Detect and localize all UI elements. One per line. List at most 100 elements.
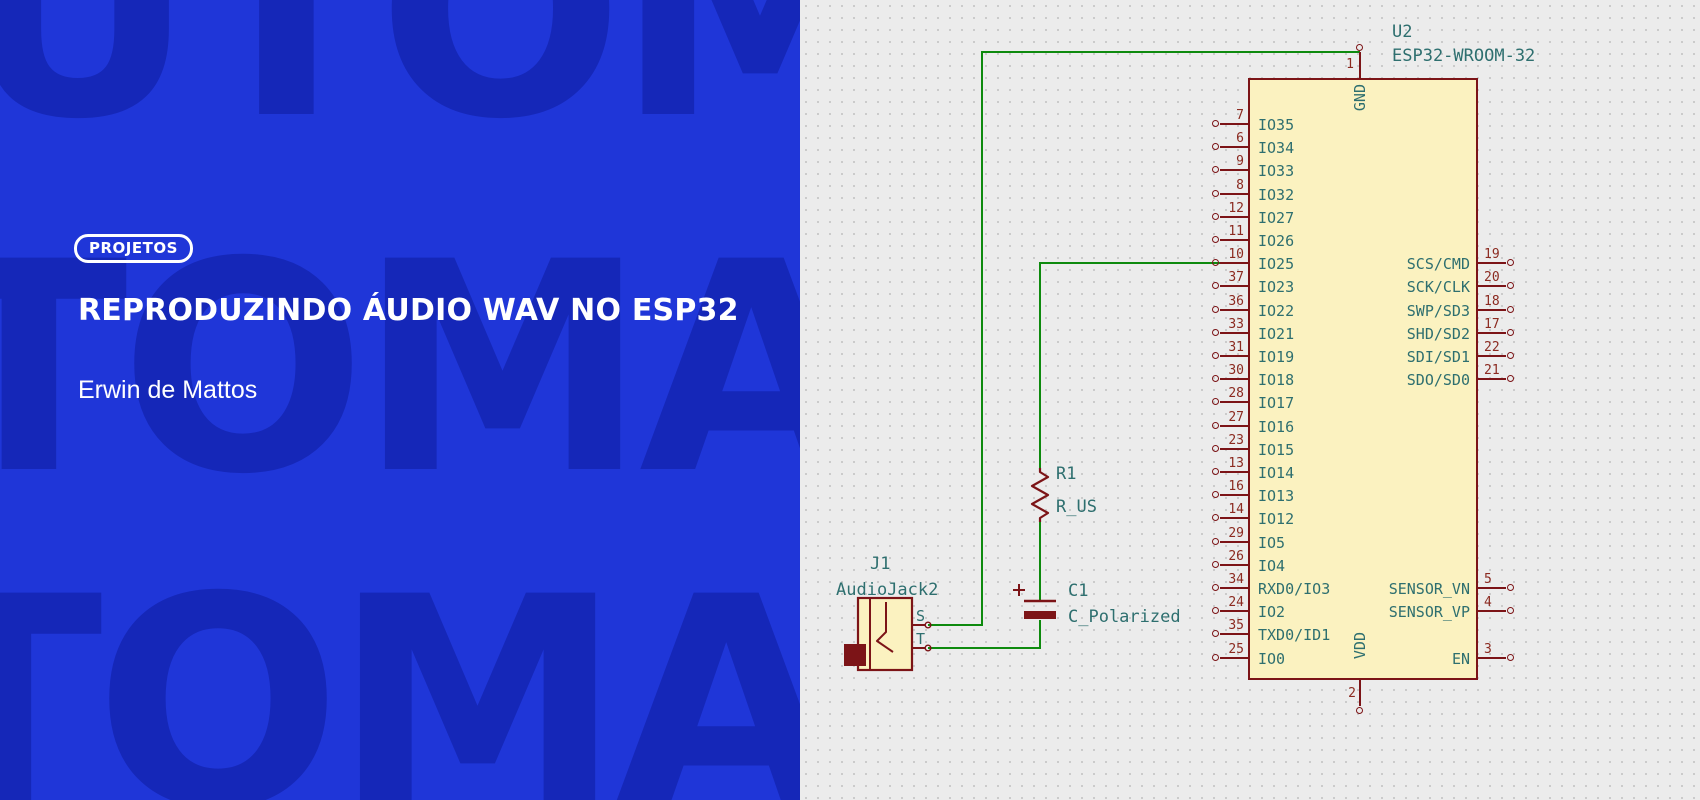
pin-name: IO12 [1258, 510, 1295, 529]
pin-name: SCK/CLK [1406, 278, 1470, 297]
pin-stub-IO17 [1212, 398, 1248, 406]
jack-reference: J1 [870, 554, 891, 574]
pin-stub-IO23 [1212, 282, 1248, 290]
pin-number: 33 [1228, 316, 1244, 332]
pin-stub-IO21 [1212, 328, 1248, 336]
pin-name: IO27 [1258, 208, 1295, 227]
pin-number: 5 [1484, 572, 1492, 587]
pin-name: TXD0/ID1 [1258, 626, 1331, 645]
jack-value: AudioJack2 [836, 580, 939, 600]
pin-stub-IO19 [1212, 352, 1248, 359]
schematic-graphics [844, 51, 1360, 672]
pin-name: IO13 [1258, 487, 1295, 506]
pin-number: 13 [1228, 456, 1244, 471]
pin-stub-EN [1478, 653, 1514, 661]
watermark-text-bottom: TOMA [0, 536, 800, 800]
pin-name: IO26 [1258, 232, 1295, 250]
pin-number: 34 [1228, 572, 1244, 587]
pin-number: 27 [1228, 409, 1244, 425]
pin-number: 11 [1228, 224, 1244, 239]
pin-stub-SDI/SD1 [1478, 352, 1514, 359]
pin-number: 31 [1228, 340, 1244, 355]
pin-name: IO17 [1258, 394, 1295, 413]
pin-number: 18 [1484, 293, 1500, 309]
pin-number: 20 [1484, 270, 1500, 286]
pin-stub-IO25 [1212, 259, 1248, 267]
pin-number: 36 [1228, 293, 1244, 309]
pin-number: 30 [1228, 363, 1244, 379]
pin-stub-SDO/SD0 [1478, 375, 1514, 383]
pin-number: 10 [1228, 247, 1244, 263]
category-badge[interactable]: PROJETOS [74, 234, 193, 263]
pin-stub-IO13 [1212, 491, 1248, 499]
pin-name: SDI/SD1 [1406, 348, 1470, 366]
pin-name: IO35 [1258, 116, 1295, 134]
ic-value: ESP32-WROOM-32 [1392, 46, 1536, 66]
pin-name: IO14 [1258, 464, 1295, 482]
pin-stub-SCK/CLK [1478, 282, 1514, 290]
pin-number: 29 [1228, 525, 1244, 541]
pin-name: IO15 [1258, 440, 1295, 459]
pin-number: 23 [1228, 432, 1244, 448]
pin-number: 7 [1236, 108, 1244, 123]
pin-number: 6 [1236, 131, 1244, 147]
pin-stub-IO12 [1212, 514, 1248, 522]
pin-name: IO19 [1258, 348, 1295, 366]
pin-name: IO23 [1258, 278, 1295, 297]
pin-name: EN [1451, 649, 1470, 668]
audiojack-symbol [844, 596, 932, 672]
pin-number: 17 [1484, 316, 1500, 332]
watermark-text-middle: TOMA [0, 201, 800, 538]
pin-name: IO22 [1258, 301, 1295, 320]
pin-stub-IO34 [1212, 143, 1248, 151]
pin-name: IO4 [1258, 556, 1286, 575]
pin-number: 24 [1228, 595, 1244, 611]
pin-stub-SWP/SD3 [1478, 305, 1514, 313]
capacitor-value: C_Polarized [1068, 607, 1181, 627]
pin-number: 22 [1484, 340, 1500, 355]
author-name: Erwin de Mattos [78, 376, 258, 404]
pin-stub-VDD [1356, 680, 1363, 714]
pin-name: RXD0/IO3 [1258, 580, 1331, 598]
capacitor-reference: C1 [1068, 581, 1089, 601]
resistor-symbol [1030, 468, 1050, 522]
pin-name: IO25 [1258, 255, 1295, 274]
pin-number: 16 [1228, 479, 1244, 495]
pin-name: IO18 [1258, 371, 1295, 390]
pin-number: 4 [1484, 595, 1492, 611]
jack-pin-t: T [916, 630, 926, 648]
resistor-value: R_US [1056, 497, 1097, 517]
wire-gnd-to-jack-s [928, 51, 1360, 626]
pin-name: IO21 [1258, 324, 1295, 343]
pin-stub-IO27 [1212, 212, 1248, 220]
pin-name: SHD/SD2 [1406, 324, 1470, 343]
pin-stub-IO5 [1212, 537, 1248, 545]
pin-stub-IO2 [1212, 607, 1248, 615]
article-banner: UTOM TOMA TOMA PROJETOS REPRODUZINDO ÁUD… [0, 0, 800, 800]
pin-number: 19 [1484, 247, 1500, 263]
pin-name: IO32 [1258, 185, 1295, 204]
pin-stub-IO18 [1212, 375, 1248, 383]
pin-number: 1 [1346, 57, 1354, 72]
pin-name: IO0 [1258, 649, 1286, 668]
pin-number: 8 [1236, 177, 1244, 193]
pin-number: 2 [1348, 686, 1356, 701]
pin-stub-SCS/CMD [1478, 259, 1514, 267]
pin-stub-IO22 [1212, 305, 1248, 313]
pin-number: 9 [1236, 154, 1244, 170]
pin-name: SENSOR_VP [1388, 603, 1470, 622]
pin-name: IO5 [1258, 533, 1286, 552]
pin-stub-SHD/SD2 [1478, 328, 1514, 336]
esp32-symbol-body [1248, 78, 1478, 680]
pin-name: SENSOR_VN [1388, 580, 1470, 598]
pin-stub-IO35 [1212, 120, 1248, 127]
pin-stub-SENSOR_VP [1478, 607, 1514, 615]
pin-number: 37 [1228, 270, 1244, 286]
pin-stub-IO0 [1212, 653, 1248, 661]
pin-name: IO2 [1258, 603, 1286, 622]
watermark-text-top: UTOM [0, 0, 800, 183]
pin-stub-RXD0/IO3 [1212, 584, 1248, 591]
